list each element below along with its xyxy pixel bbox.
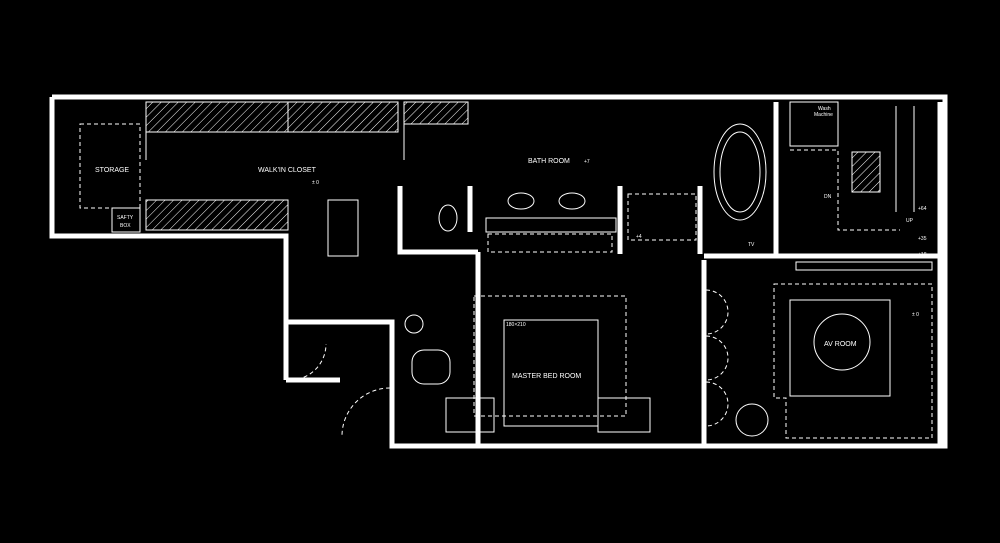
nightstand-right [597, 397, 651, 433]
bathtub-inner [719, 131, 761, 213]
bathroom-level-mark: +7 [584, 159, 590, 165]
bed-rug [473, 295, 627, 417]
av-room-ottoman [813, 313, 871, 371]
sink-left [507, 192, 535, 210]
sink-right [558, 192, 586, 210]
armchair [411, 349, 451, 385]
av-sofa-outline [773, 283, 933, 439]
door-swing-bedroom [341, 387, 391, 437]
closet-wardrobes [145, 101, 469, 231]
bathroom-label: BATH ROOM [528, 158, 570, 165]
exterior-walls [49, 94, 948, 449]
door-swing-entry [289, 343, 327, 381]
bed-size-label: 180×210 [506, 322, 526, 328]
nightstand-left [445, 397, 495, 433]
safety-box-label-2: BOX [120, 223, 131, 229]
av-room-level-mark: ± 0 [912, 312, 919, 318]
dn-label: DN [824, 194, 832, 200]
av-room-label: AV ROOM [824, 341, 857, 348]
stair-area [789, 101, 943, 446]
shower-enclosure [627, 193, 697, 241]
safety-box-label-1: SAFTY [117, 215, 134, 221]
wash-machine-label-2: Machine [814, 112, 833, 118]
closet-island [327, 199, 359, 257]
bathroom-walls [397, 102, 779, 256]
floor-lamp [404, 314, 424, 334]
bed [503, 319, 599, 427]
storage-label: STORAGE [95, 167, 129, 174]
tv-cabinet [795, 261, 933, 271]
bathtub [713, 123, 767, 221]
wardrobe-door-swings [705, 289, 729, 427]
stair-level-2: +35 [918, 236, 927, 242]
wash-machine-label-1: Wash [818, 106, 831, 112]
stair-level-1: +64 [918, 206, 927, 212]
av-sofa-inner [789, 299, 891, 397]
master-bedroom-label: MASTER BED ROOM [512, 373, 581, 380]
bedroom-walls [475, 252, 940, 446]
bathroom-lower-cabinet [487, 233, 613, 253]
tv-label: TV [748, 242, 755, 248]
toilet [438, 204, 458, 232]
corner-table [735, 403, 769, 437]
safety-box [111, 207, 141, 233]
vanity-counter [485, 217, 617, 233]
storage-area [79, 123, 141, 209]
shower-level-mark: +4 [636, 234, 642, 240]
up-label: UP [906, 218, 914, 224]
walkin-level-mark: ± 0 [312, 180, 319, 186]
walkin-closet-label: WALK'IN CLOSET [258, 167, 317, 174]
